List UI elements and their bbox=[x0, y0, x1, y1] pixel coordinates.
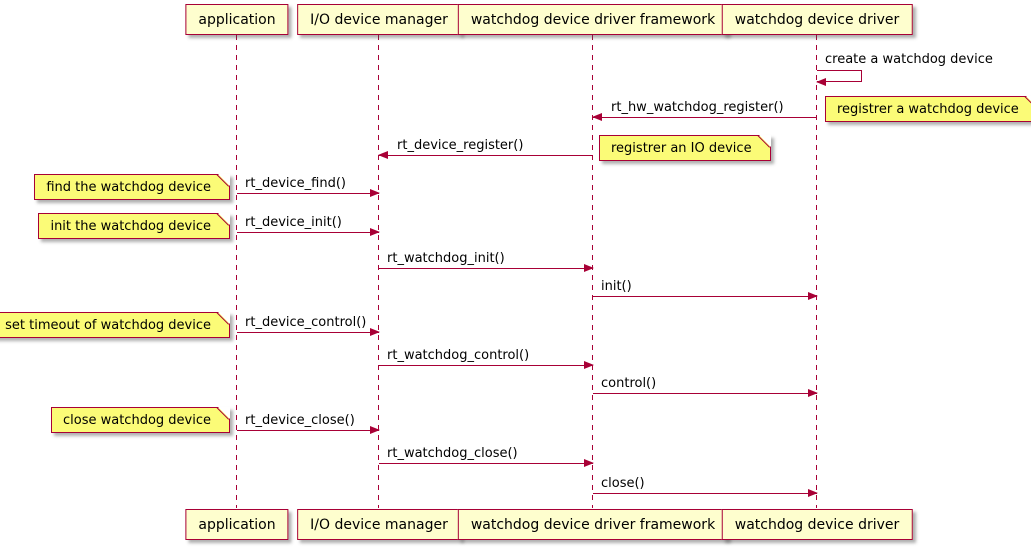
arrowhead-right-icon bbox=[370, 189, 380, 197]
message-label: rt_device_find() bbox=[245, 176, 346, 191]
message-label: rt_device_control() bbox=[245, 315, 367, 330]
note-set-timeout-watchdog-device: set timeout of watchdog device bbox=[0, 312, 230, 338]
participant-watchdog-driver-top: watchdog device driver bbox=[721, 4, 913, 35]
arrowhead-left-icon bbox=[816, 77, 826, 86]
message-control: control() bbox=[593, 376, 818, 397]
message-label: close() bbox=[601, 476, 645, 491]
participant-io-device-manager-bottom: I/O device manager bbox=[297, 509, 461, 540]
note-init-watchdog-device: init the watchdog device bbox=[38, 213, 230, 239]
arrowhead-right-icon bbox=[808, 389, 818, 397]
message-label: control() bbox=[601, 376, 657, 391]
lifeline-application bbox=[236, 35, 237, 508]
message-label: rt_watchdog_init() bbox=[387, 251, 505, 266]
note-registrer-io-device: registrer an IO device bbox=[599, 135, 771, 161]
message-label: rt_hw_watchdog_register() bbox=[611, 100, 784, 115]
message-arrow bbox=[379, 361, 594, 369]
message-arrow bbox=[378, 151, 593, 159]
participant-watchdog-driver-bottom: watchdog device driver bbox=[721, 509, 913, 540]
arrowhead-right-icon bbox=[584, 459, 594, 467]
message-close: close() bbox=[593, 476, 818, 497]
lifeline-io-device-manager bbox=[378, 35, 379, 508]
arrowhead-right-icon bbox=[370, 426, 380, 434]
note-registrer-watchdog-device: registrer a watchdog device bbox=[825, 96, 1031, 122]
arrowhead-right-icon bbox=[584, 264, 594, 272]
message-label: create a watchdog device bbox=[825, 52, 993, 67]
message-arrow bbox=[593, 292, 818, 300]
arrowhead-right-icon bbox=[808, 489, 818, 497]
message-rt-watchdog-close: rt_watchdog_close() bbox=[379, 446, 594, 467]
arrowhead-left-icon bbox=[378, 151, 388, 159]
participant-application-bottom: application bbox=[185, 509, 289, 540]
message-arrow bbox=[237, 328, 380, 336]
message-rt-device-register: rt_device_register() bbox=[378, 138, 593, 159]
participant-application-top: application bbox=[185, 4, 289, 35]
message-rt-device-init: rt_device_init() bbox=[237, 215, 380, 236]
participant-watchdog-framework-top: watchdog device driver framework bbox=[457, 4, 729, 35]
message-label: rt_device_close() bbox=[245, 413, 355, 428]
message-label: rt_watchdog_close() bbox=[387, 446, 518, 461]
note-find-watchdog-device: find the watchdog device bbox=[34, 174, 230, 200]
note-close-watchdog-device: close watchdog device bbox=[51, 407, 230, 433]
arrowhead-right-icon bbox=[370, 328, 380, 336]
message-rt-device-close: rt_device_close() bbox=[237, 413, 380, 434]
message-arrow bbox=[379, 264, 594, 272]
message-rt-device-find: rt_device_find() bbox=[237, 176, 380, 197]
message-label: rt_device_init() bbox=[245, 215, 342, 230]
participant-io-device-manager-top: I/O device manager bbox=[297, 4, 461, 35]
arrowhead-right-icon bbox=[808, 292, 818, 300]
arrowhead-left-icon bbox=[592, 113, 602, 121]
message-rt-watchdog-init: rt_watchdog_init() bbox=[379, 251, 594, 272]
message-label: rt_device_register() bbox=[397, 138, 524, 153]
message-arrow bbox=[379, 459, 594, 467]
self-message-arrow bbox=[816, 70, 862, 86]
message-arrow bbox=[592, 113, 817, 121]
message-init: init() bbox=[593, 279, 818, 300]
participant-watchdog-framework-bottom: watchdog device driver framework bbox=[457, 509, 729, 540]
message-rt-hw-watchdog-register: rt_hw_watchdog_register() bbox=[592, 100, 817, 121]
message-label: rt_watchdog_control() bbox=[387, 348, 530, 363]
message-label: init() bbox=[601, 279, 632, 294]
lifeline-watchdog-driver bbox=[816, 35, 817, 508]
message-arrow bbox=[593, 389, 818, 397]
message-rt-device-control: rt_device_control() bbox=[237, 315, 380, 336]
arrowhead-right-icon bbox=[584, 361, 594, 369]
message-arrow bbox=[237, 426, 380, 434]
message-arrow bbox=[237, 228, 380, 236]
arrowhead-right-icon bbox=[370, 228, 380, 236]
message-rt-watchdog-control: rt_watchdog_control() bbox=[379, 348, 594, 369]
message-arrow bbox=[237, 189, 380, 197]
self-message-create-watchdog-device: create a watchdog device bbox=[816, 52, 993, 86]
message-arrow bbox=[593, 489, 818, 497]
